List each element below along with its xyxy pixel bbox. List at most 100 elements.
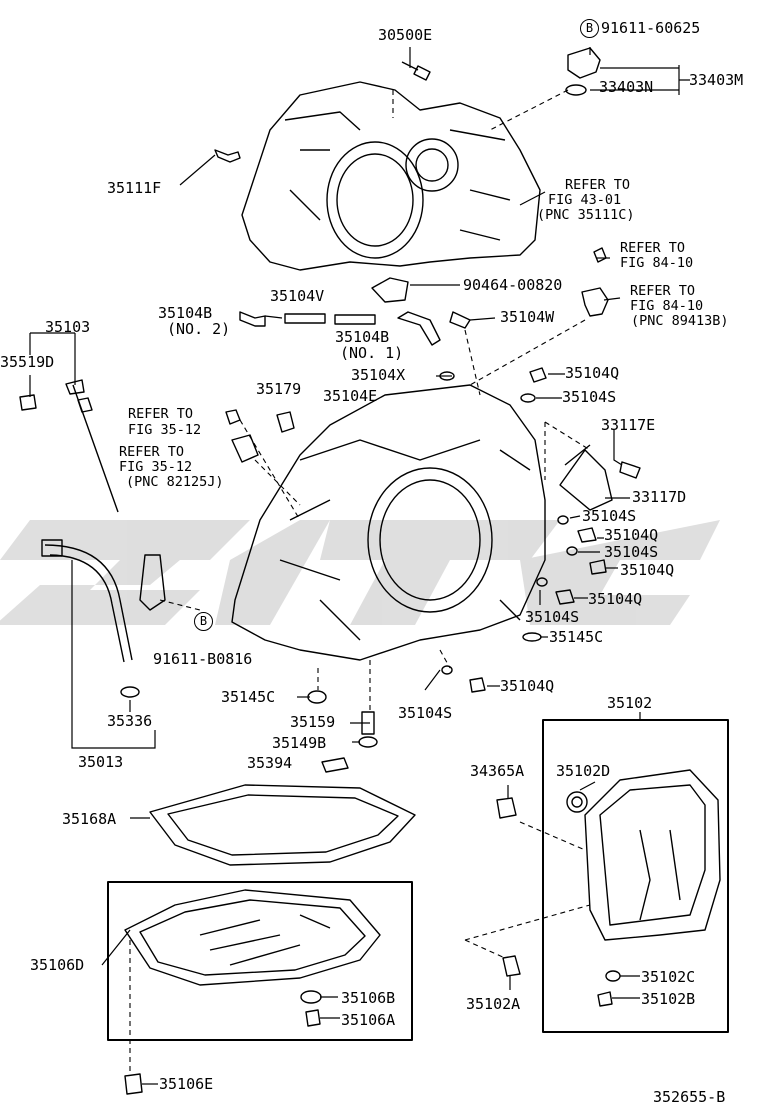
housing-bore [326,141,424,259]
gasket-35168a [149,784,416,866]
label-35104q-2: 35104Q [604,526,659,544]
label-33117d: 33117D [632,488,687,506]
oring-33403n [565,84,587,96]
label-35104s-1: 35104S [562,388,617,406]
label-35102a: 35102A [466,995,521,1013]
bolt-left [225,409,241,425]
label-refer-43-01: REFER TO [565,177,631,193]
label-35106d: 35106D [30,956,85,974]
label-no2: (NO. 2) [167,320,231,338]
label-35168a: 35168A [62,810,117,828]
label-90464-00820: 90464-00820 [463,276,563,294]
label-refer-84-10-b: REFER TO [630,283,696,299]
label-pnc-89413b: (PNC 89413B) [631,313,729,329]
label-35145c-1: 35145C [549,628,604,646]
label-fig-43-01: FIG 43-01 [548,192,622,208]
label-35104b-no1: 35104B [335,328,390,346]
circle-b-marker: B [194,612,213,631]
transaxle-housing [241,81,541,271]
bolt-35111f [214,149,241,163]
label-35104w: 35104W [500,308,555,326]
pipe-35104v-a [284,313,326,324]
sensor-82125j [231,434,259,463]
magnet-35106b [300,990,322,1004]
label-35102d: 35102D [556,762,611,780]
sensor-89413b [581,287,609,317]
label-35111f: 35111F [107,179,162,197]
washer-35149b [358,736,378,748]
case-bore [367,467,493,613]
label-fig-35-12-a: FIG 35-12 [128,422,202,438]
label-35394: 35394 [247,754,293,772]
label-33403m: 33403M [689,71,744,89]
elbow-35104b-no1 [397,311,441,346]
label-35106b: 35106B [341,989,396,1007]
oring-35336 [120,686,140,698]
label-35104e: 35104E [323,387,378,405]
label-35519d: 35519D [0,353,55,371]
bracket-34365a [496,797,517,819]
label-35159: 35159 [290,713,336,731]
label-35104b-no2: 35104B [158,304,213,322]
bolt-35106e [124,1073,143,1095]
side-cover-box [542,719,729,1033]
label-91611-60625: 91611-60625 [601,19,701,37]
label-35104q-1: 35104Q [565,364,620,382]
label-no1: (NO. 1) [340,344,404,362]
label-pnc-82125j: (PNC 82125J) [126,474,224,490]
label-35106e: 35106E [159,1075,214,1093]
label-35336: 35336 [107,712,153,730]
label-35104x: 35104X [351,366,406,384]
label-35104s-3: 35104S [604,543,659,561]
label-34365a: 34365A [470,762,525,780]
label-35104s-2: 35104S [582,507,637,525]
label-35102b: 35102B [641,990,696,1008]
label-35104q-4: 35104Q [588,590,643,608]
label-30500e: 30500E [378,26,433,44]
oil-pan-35106d [124,889,381,986]
label-35102: 35102 [607,694,653,712]
bolt-33117e [619,461,641,479]
label-33403n: 33403N [599,78,654,96]
label-35179: 35179 [256,380,302,398]
label-fig-84-10-b: FIG 84-10 [630,298,704,314]
seal-35102d [566,791,588,813]
drain-plug-35106a [305,1009,321,1027]
label-pnc-35111c: (PNC 35111C) [537,207,635,223]
bolt-30500e [401,61,431,81]
label-refer-84-10-a: REFER TO [620,240,686,256]
label-35104s-4: 35104S [525,608,580,626]
cover-35102 [584,769,721,941]
label-35102c: 35102C [641,968,696,986]
label-35104v: 35104V [270,287,325,305]
label-35104q-3: 35104Q [620,561,675,579]
label-refer-35-12-b: REFER TO [119,444,185,460]
label-35145c-2: 35145C [221,688,276,706]
label-91611-b0816: 91611-B0816 [153,650,253,668]
plug-35159 [361,711,375,735]
label-33117e: 33117E [601,416,656,434]
label-35013: 35013 [78,753,124,771]
label-35106a: 35106A [341,1011,396,1029]
diagram-id: 352655-B [653,1088,726,1106]
bracket-33117d [559,449,613,511]
tube-35013 [44,544,133,661]
label-35104q-5: 35104Q [500,677,555,695]
label-fig-84-10-a: FIG 84-10 [620,255,694,271]
magnet-35394 [321,757,349,773]
speed-sensor [567,47,601,79]
sensor-35104b-no2 [239,311,266,327]
pipe-35104v-b [334,314,376,325]
label-35103: 35103 [45,318,91,336]
plug-35104w [449,311,471,329]
union-90464 [371,277,409,303]
label-refer-35-12-a: REFER TO [128,406,194,422]
transmission-case [231,384,546,661]
circle-b-marker: B [580,19,599,38]
clip-35519d [19,394,37,411]
label-35149b: 35149B [272,734,327,752]
label-35104s-5: 35104S [398,704,453,722]
label-fig-35-12-b: FIG 35-12 [119,459,193,475]
